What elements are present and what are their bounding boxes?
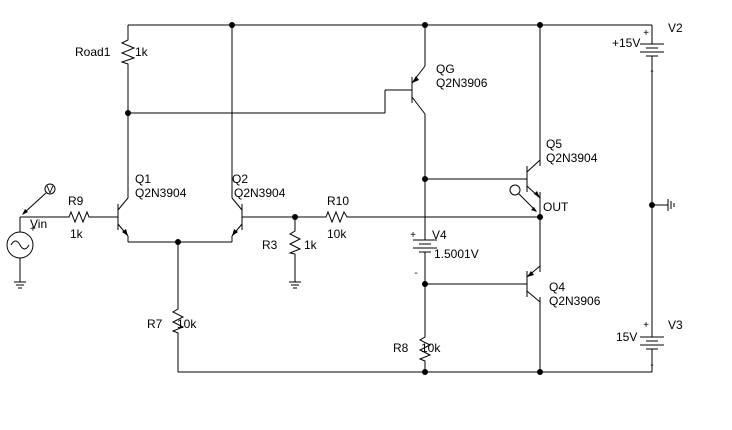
voltage-probe-icon[interactable]: V <box>22 183 56 215</box>
resistor-r9-symbol <box>66 210 92 224</box>
v2-value-label: +15V <box>612 36 640 50</box>
svg-text:-: - <box>414 268 417 279</box>
resistor-r10-symbol <box>323 210 353 224</box>
r10-name-label: R10 <box>327 194 349 208</box>
v4-name-label: V4 <box>432 228 447 242</box>
resistor-r8-symbol <box>418 334 432 364</box>
svg-text:+: + <box>643 320 649 331</box>
wires <box>19 24 668 373</box>
ground-supply-icon <box>667 199 675 211</box>
ground-r3-icon <box>289 281 301 289</box>
ground-vin-icon <box>14 281 26 289</box>
r10-value-label: 10k <box>327 227 347 241</box>
resistor-r7-symbol <box>171 306 185 336</box>
output-probe-icon[interactable] <box>509 184 537 212</box>
qg-name-label: QG <box>436 62 455 76</box>
r8-value-label: 10k <box>421 341 441 355</box>
v3-name-label: V3 <box>668 318 683 332</box>
r7-name-label: R7 <box>147 317 163 331</box>
out-node-label: OUT <box>543 200 569 214</box>
battery-v2-symbol: + - <box>640 28 664 77</box>
battery-v4-symbol: + - <box>410 228 437 279</box>
battery-v3-symbol: + - <box>640 320 664 371</box>
q1-model-label: Q2N3904 <box>135 186 187 200</box>
v2-name-label: V2 <box>668 21 683 35</box>
r9-value-label: 1k <box>70 227 84 241</box>
svg-text:-: - <box>650 360 653 371</box>
qg-model-label: Q2N3906 <box>436 76 488 90</box>
q2-name-label: Q2 <box>232 172 248 186</box>
v4-value-label: 1.5001V <box>434 247 479 261</box>
q1-name-label: Q1 <box>135 172 151 186</box>
r3-value-label: 1k <box>304 238 318 252</box>
transistor-q5-symbol <box>526 159 541 199</box>
r3-name-label: R3 <box>262 238 278 252</box>
vin-name-label: Vin <box>30 217 47 231</box>
r7-value-label: 10k <box>177 317 197 331</box>
transistor-q1-symbol <box>112 197 129 237</box>
q5-model-label: Q2N3904 <box>546 151 598 165</box>
v3-value-label: 15V <box>616 330 637 344</box>
road1-value-label: 1k <box>135 45 149 59</box>
svg-text:+: + <box>30 224 36 235</box>
q2-model-label: Q2N3904 <box>234 186 286 200</box>
junction-dots <box>125 22 655 375</box>
resistor-road1-symbol <box>120 36 136 66</box>
svg-text:+: + <box>643 28 649 39</box>
q5-name-label: Q5 <box>546 137 562 151</box>
transistor-qg-symbol <box>400 65 426 115</box>
ac-source-vin-symbol: + <box>6 224 36 259</box>
transistor-q4-symbol <box>526 265 541 303</box>
transistor-q2-symbol <box>231 197 248 237</box>
labels: Road1 1k QG Q2N3906 Q1 Q2N3904 Q2 Q2N390… <box>30 21 683 355</box>
svg-text:-: - <box>650 66 653 77</box>
r9-name-label: R9 <box>68 194 84 208</box>
probe-v-label: V <box>47 185 54 196</box>
q4-name-label: Q4 <box>549 280 565 294</box>
q4-model-label: Q2N3906 <box>549 294 601 308</box>
road1-name-label: Road1 <box>75 45 111 59</box>
r8-name-label: R8 <box>393 341 409 355</box>
svg-text:+: + <box>410 230 416 241</box>
resistor-r3-symbol <box>288 228 302 256</box>
